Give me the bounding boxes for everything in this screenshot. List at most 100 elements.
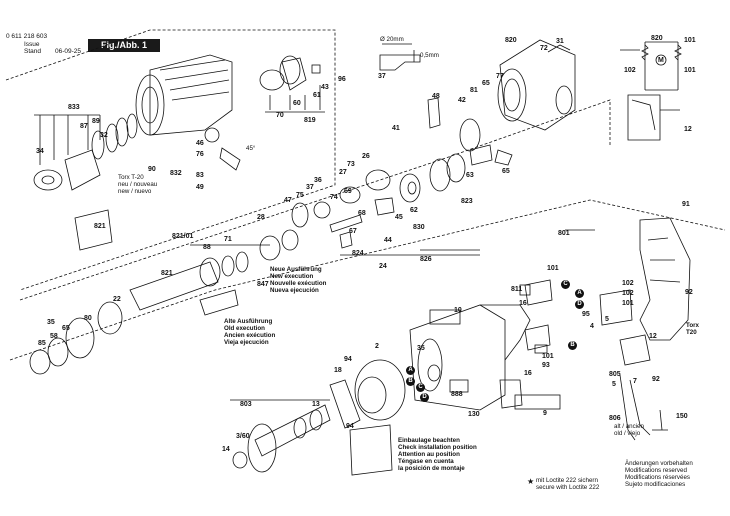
star-icon: ★ <box>527 477 535 486</box>
part-label: 67 <box>349 228 357 235</box>
switch-parts <box>524 279 651 366</box>
part-label: 49 <box>196 184 204 191</box>
part-label: 801 <box>558 230 570 237</box>
part-label: 63 <box>466 172 474 179</box>
part-label: 102 <box>622 290 634 297</box>
note-loctite: mit Loctite 222 sichern secure with Loct… <box>536 477 600 491</box>
note-installation-position: Einbaulage beachten Check installation p… <box>398 437 477 472</box>
part-label: 41 <box>392 125 400 132</box>
part-label: 71 <box>224 236 232 243</box>
part-label: 45 <box>395 214 403 221</box>
connector-c: C <box>561 280 570 289</box>
part-label: 34 <box>36 148 44 155</box>
handle <box>639 217 691 341</box>
part-label: 94 <box>346 423 354 430</box>
spindle-shaft <box>29 229 299 375</box>
part-label: 4 <box>590 323 594 330</box>
part-label: 16 <box>524 370 532 377</box>
bracket-94 <box>349 424 393 476</box>
part-label: 101 <box>622 300 634 307</box>
part-label: 101 <box>542 353 554 360</box>
part-label: 102 <box>624 67 636 74</box>
part-label: 22 <box>113 296 121 303</box>
part-label: 888 <box>451 391 463 398</box>
figure-label: Fig./Abb. 1 <box>88 39 160 52</box>
part-label: 847 <box>257 281 269 288</box>
part-label: 803 <box>240 401 252 408</box>
part-label: 46 <box>196 140 204 147</box>
part-label: 823 <box>461 198 473 205</box>
part-label: 65 <box>502 168 510 175</box>
part-label: 62 <box>410 207 418 214</box>
note-old-execution: Alte Ausführung Old execution Ancien exé… <box>224 318 276 346</box>
part-label: 93 <box>542 362 550 369</box>
gear-train <box>291 144 513 249</box>
part-label: 37 <box>306 184 314 191</box>
stand-label: Stand <box>24 48 41 55</box>
part-label: 101 <box>547 265 559 272</box>
dimension-05mm: 0,5mm <box>420 52 439 59</box>
connector-b: B <box>568 341 577 350</box>
part-label: 43 <box>321 84 329 91</box>
part-label: 60 <box>293 100 301 107</box>
part-label: 819 <box>304 117 316 124</box>
ring-42 <box>459 118 481 152</box>
clutch-parts <box>259 55 321 91</box>
clip-48 <box>427 97 441 129</box>
label-plate-888 <box>449 379 469 393</box>
part-label: 5 <box>605 316 609 323</box>
dimension-20mm: Ø 20mm <box>380 36 404 43</box>
connector-b: B <box>406 377 415 386</box>
part-label: 90 <box>148 166 156 173</box>
part-label: 28 <box>257 214 265 221</box>
part-label: 48 <box>432 93 440 100</box>
part-label: 24 <box>379 263 387 270</box>
part-label: 805 <box>609 371 621 378</box>
part-label: 150 <box>676 413 688 420</box>
part-label: 36 <box>314 177 322 184</box>
note-new-execution: Neue Ausführung New execution Nouvelle e… <box>270 266 327 294</box>
note-old-variant: alt / ancien old / viejo <box>614 423 644 437</box>
part-number: 0 611 218 603 <box>6 33 48 40</box>
part-label: 10 <box>454 307 462 314</box>
part-label: 75 <box>296 192 304 199</box>
label-plate-9 <box>514 394 561 410</box>
part-label: 821/01 <box>172 233 194 240</box>
part-label: 47 <box>284 197 292 204</box>
part-label: 830 <box>413 224 425 231</box>
part-label: 821 <box>161 270 173 277</box>
part-label: 96 <box>338 76 346 83</box>
part-label: 73 <box>347 161 355 168</box>
part-label: 37 <box>378 73 386 80</box>
part-label: 832 <box>170 170 182 177</box>
part-label: 2 <box>375 343 379 350</box>
part-label: 81 <box>470 87 478 94</box>
part-label: 102 <box>622 280 634 287</box>
part-label: 61 <box>313 92 321 99</box>
note-torx-new: Torx T-20 neu / nouveau new / nuevo <box>118 174 158 195</box>
part-label: 16 <box>519 300 527 307</box>
note-torx-t20: Torx T20 <box>686 322 699 336</box>
issue-date: 06-09-25 <box>55 48 82 55</box>
connector-d: D <box>575 300 584 309</box>
part-label: 85 <box>38 340 46 347</box>
part-label: 14 <box>222 446 230 453</box>
part-label: 12 <box>684 126 692 133</box>
part-label: 65 <box>482 80 490 87</box>
part-label: 70 <box>276 112 284 119</box>
part-label: 87 <box>80 123 88 130</box>
part-label: 92 <box>685 289 693 296</box>
frame-bottom <box>9 199 726 361</box>
part-label: 44 <box>384 237 392 244</box>
part-label: 101 <box>684 37 696 44</box>
note-modifications: Änderungen vorbehalten Modifications res… <box>625 460 693 488</box>
part-label: 95 <box>582 311 590 318</box>
part-label: 76 <box>196 151 204 158</box>
part-label: 824 <box>352 250 364 257</box>
part-label: 88 <box>203 244 211 251</box>
part-label: 821 <box>94 223 106 230</box>
part-label: 9 <box>543 410 547 417</box>
part-label: 69 <box>344 188 352 195</box>
